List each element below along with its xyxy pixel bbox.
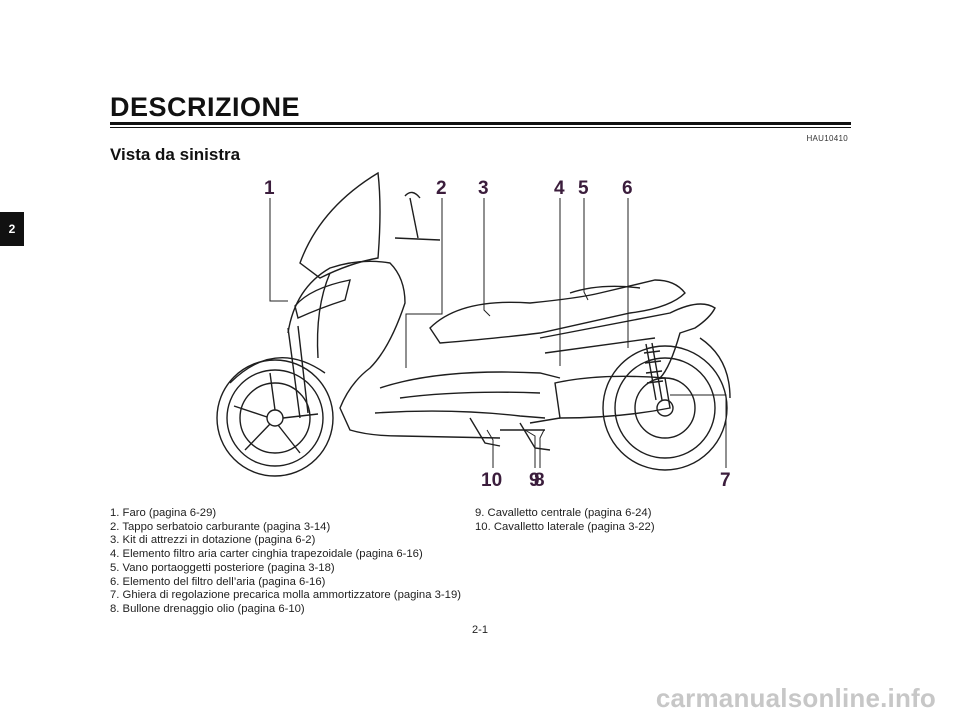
legend-item: 10. Cavalletto laterale (pagina 3-22) <box>475 520 655 533</box>
legend-item: 1. Faro (pagina 6-29) <box>110 507 217 519</box>
leader-line-5 <box>583 198 589 301</box>
callout-4: 4 <box>554 178 565 199</box>
header-rule-thick <box>110 122 851 125</box>
callout-2: 2 <box>436 178 447 199</box>
scooter-body <box>216 171 731 477</box>
chapter-tab: 2 <box>0 212 24 246</box>
section-title: DESCRIZIONE <box>110 92 301 122</box>
callout-7: 7 <box>720 470 731 491</box>
scooter-left-view-illustration: 1 2 3 4 5 6 7 8 9 10 <box>216 171 731 491</box>
page-number: 2-1 <box>472 624 488 636</box>
legend-item: 7. Ghiera di regolazione precarica molla… <box>110 589 461 602</box>
leader-line-8 <box>539 429 545 468</box>
leader-line-10 <box>486 429 494 468</box>
leader-line-1 <box>269 198 288 302</box>
header-rule-thin <box>110 127 851 128</box>
front-tire <box>216 359 334 477</box>
legend-item: 2. Tappo serbatoio carburante (pagina 3-… <box>110 520 331 533</box>
subtitle: Vista da sinistra <box>110 145 241 164</box>
callout-1: 1 <box>264 178 275 199</box>
document-code: HAU10410 <box>806 134 848 143</box>
callout-10: 10 <box>481 470 502 491</box>
leader-line-7 <box>670 394 727 468</box>
leader-lines <box>269 198 727 468</box>
rear-tire <box>602 345 728 471</box>
legend-item: 9. Cavalletto centrale (pagina 6-24) <box>475 507 652 519</box>
legend-item: 4. Elemento filtro aria carter cinghia t… <box>110 548 423 561</box>
callout-3: 3 <box>478 178 489 199</box>
leader-line-2 <box>405 198 443 368</box>
watermark-link[interactable]: carmanualsonline.info <box>655 683 936 713</box>
callout-5: 5 <box>578 178 589 199</box>
legend-item: 5. Vano portaoggetti posteriore (pagina … <box>110 561 335 574</box>
legend-item: 3. Kit di attrezzi in dotazione (pagina … <box>110 534 316 547</box>
callout-9: 9 <box>529 470 540 491</box>
legend-right-column: 9. Cavalletto centrale (pagina 6-24) 10.… <box>475 507 855 534</box>
legend-left-column: 1. Faro (pagina 6-29) 2. Tappo serbatoio… <box>110 507 470 617</box>
legend-item: 6. Elemento del filtro dell’aria (pagina… <box>110 575 326 588</box>
callout-8: 8 <box>534 470 545 491</box>
callout-6: 6 <box>622 178 633 199</box>
legend-item: 8. Bullone drenaggio olio (pagina 6-10) <box>110 602 305 615</box>
callout-numbers: 1 2 3 4 5 6 7 8 9 10 <box>264 178 731 491</box>
leader-line-9 <box>524 429 536 468</box>
leader-line-3 <box>483 198 491 317</box>
